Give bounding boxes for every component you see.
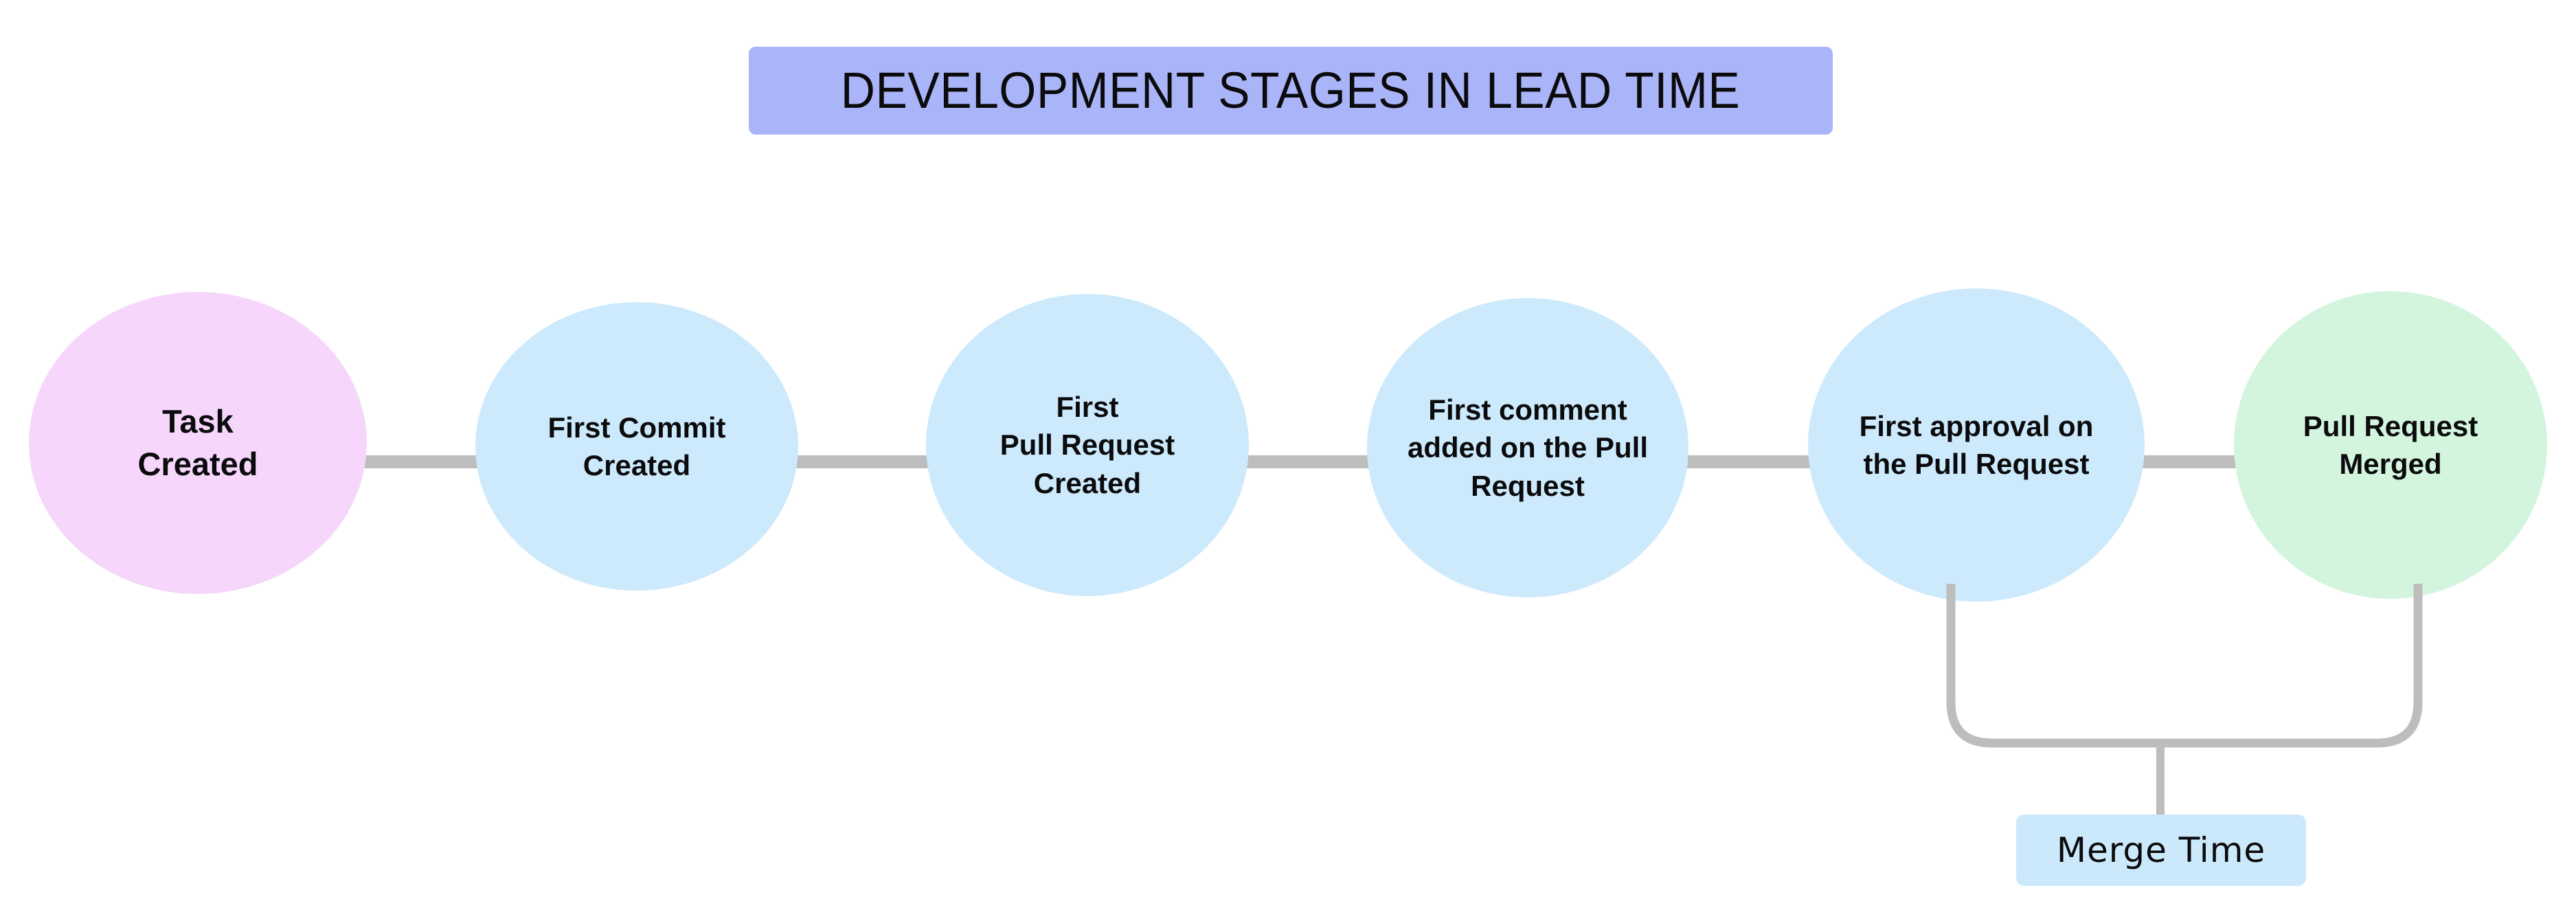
page-title: DEVELOPMENT STAGES IN LEAD TIME xyxy=(841,62,1741,119)
node-label-first-approval: First approval on the Pull Request xyxy=(1859,409,2094,480)
node-pull-request-merged[interactable]: Pull Request Merged xyxy=(2234,291,2547,599)
merge-time-stem xyxy=(2156,743,2165,817)
connector-first-pull-request-to-first-comment xyxy=(1239,455,1377,468)
connector-task-created-to-first-commit xyxy=(357,455,488,468)
node-first-comment[interactable]: First comment added on the Pull Request xyxy=(1367,298,1688,597)
node-task-created[interactable]: Task Created xyxy=(29,292,367,594)
node-label-first-pull-request: First Pull Request Created xyxy=(999,390,1175,499)
merge-time-chip[interactable]: Merge Time xyxy=(2016,814,2306,886)
node-first-approval[interactable]: First approval on the Pull Request xyxy=(1808,288,2145,602)
diagram-title-banner: DEVELOPMENT STAGES IN LEAD TIME xyxy=(749,47,1833,135)
connector-first-commit-to-first-pull-request xyxy=(789,455,936,468)
node-first-pull-request[interactable]: First Pull Request Created xyxy=(926,294,1249,596)
node-first-commit[interactable]: First Commit Created xyxy=(475,302,798,591)
connector-first-comment-to-first-approval xyxy=(1679,455,1818,468)
node-label-first-comment: First comment added on the Pull Request xyxy=(1407,393,1648,502)
merge-time-bracket xyxy=(1923,577,2445,769)
merge-time-label: Merge Time xyxy=(2056,830,2266,870)
node-label-pull-request-merged: Pull Request Merged xyxy=(2303,409,2478,480)
node-label-task-created: Task Created xyxy=(137,402,258,482)
node-label-first-commit: First Commit Created xyxy=(547,411,726,481)
connector-first-approval-to-pull-request-merged xyxy=(2135,455,2245,468)
